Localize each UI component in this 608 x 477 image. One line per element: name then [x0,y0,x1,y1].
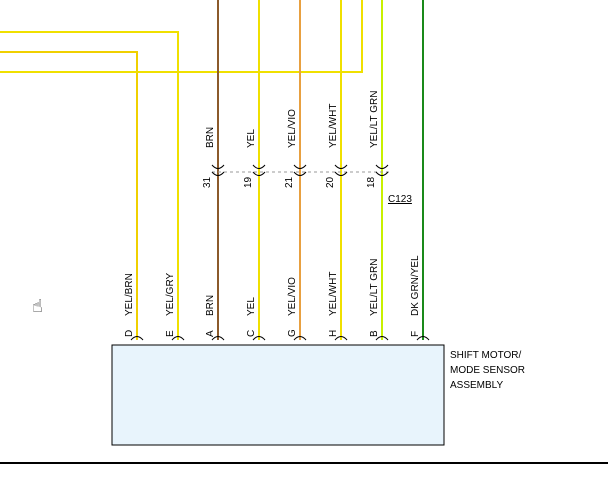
pin-terminal [211,336,225,341]
connector-pin [293,164,307,176]
wire-color-label: YEL/WHT [328,272,339,316]
connector-c123 [130,164,430,341]
wire-color-label: YEL/BRN [124,273,135,316]
connector-pin-number: 20 [325,176,336,188]
pin-terminal [252,336,266,341]
upper-wire-color-label: BRN [205,127,216,148]
connector-pin [211,164,225,176]
connector-pin [334,164,348,176]
connector-id[interactable]: C123 [388,194,412,205]
connector-pin-number: 19 [243,176,254,188]
wire-color-label: YEL/LT GRN [369,259,380,316]
connector-pin [252,164,266,176]
component-box [111,344,445,446]
component-name-line-3: ASSEMBLY [450,380,503,391]
wire-color-label: YEL/GRY [165,273,176,316]
pin-letter: B [369,330,380,337]
upper-wire-color-label: YEL/LT GRN [369,91,380,148]
pin-letter: F [410,331,421,337]
wire-yel-gry [0,31,179,340]
wire-color-label: DK GRN/YEL [410,255,421,316]
wire-color-label: BRN [205,295,216,316]
upper-wire-color-label: YEL/WHT [328,104,339,148]
component-name-line-2: MODE SENSOR [450,365,525,376]
pin-letter: A [205,330,216,337]
pin-letter: H [328,330,339,337]
hand-pointer-icon: ☝ [32,296,43,317]
pin-letter: C [246,330,257,337]
pin-terminal [334,336,348,341]
pin-terminal [416,336,430,341]
pin-terminal [171,336,185,341]
wire-feed-top [0,0,363,73]
pin-letter: G [287,329,298,337]
wire-color-label: YEL [246,297,257,316]
upper-wire-color-label: YEL [246,129,257,148]
connector-pin [375,164,389,176]
wires-layer [0,0,424,340]
upper-wire-color-label: YEL/VIO [287,109,298,148]
component-name-line-1: SHIFT MOTOR/ [450,350,522,361]
connector-pin-number: 18 [366,176,377,188]
pin-terminal [375,336,389,341]
pin-letter: E [165,330,176,337]
pin-terminal [293,336,307,341]
pin-terminal [130,336,144,341]
connector-pin-number: 31 [202,176,213,188]
wire-color-label: YEL/VIO [287,277,298,316]
pin-letter: D [124,330,135,337]
wire-yel-brn [0,51,138,340]
connector-pin-number: 21 [284,176,295,188]
